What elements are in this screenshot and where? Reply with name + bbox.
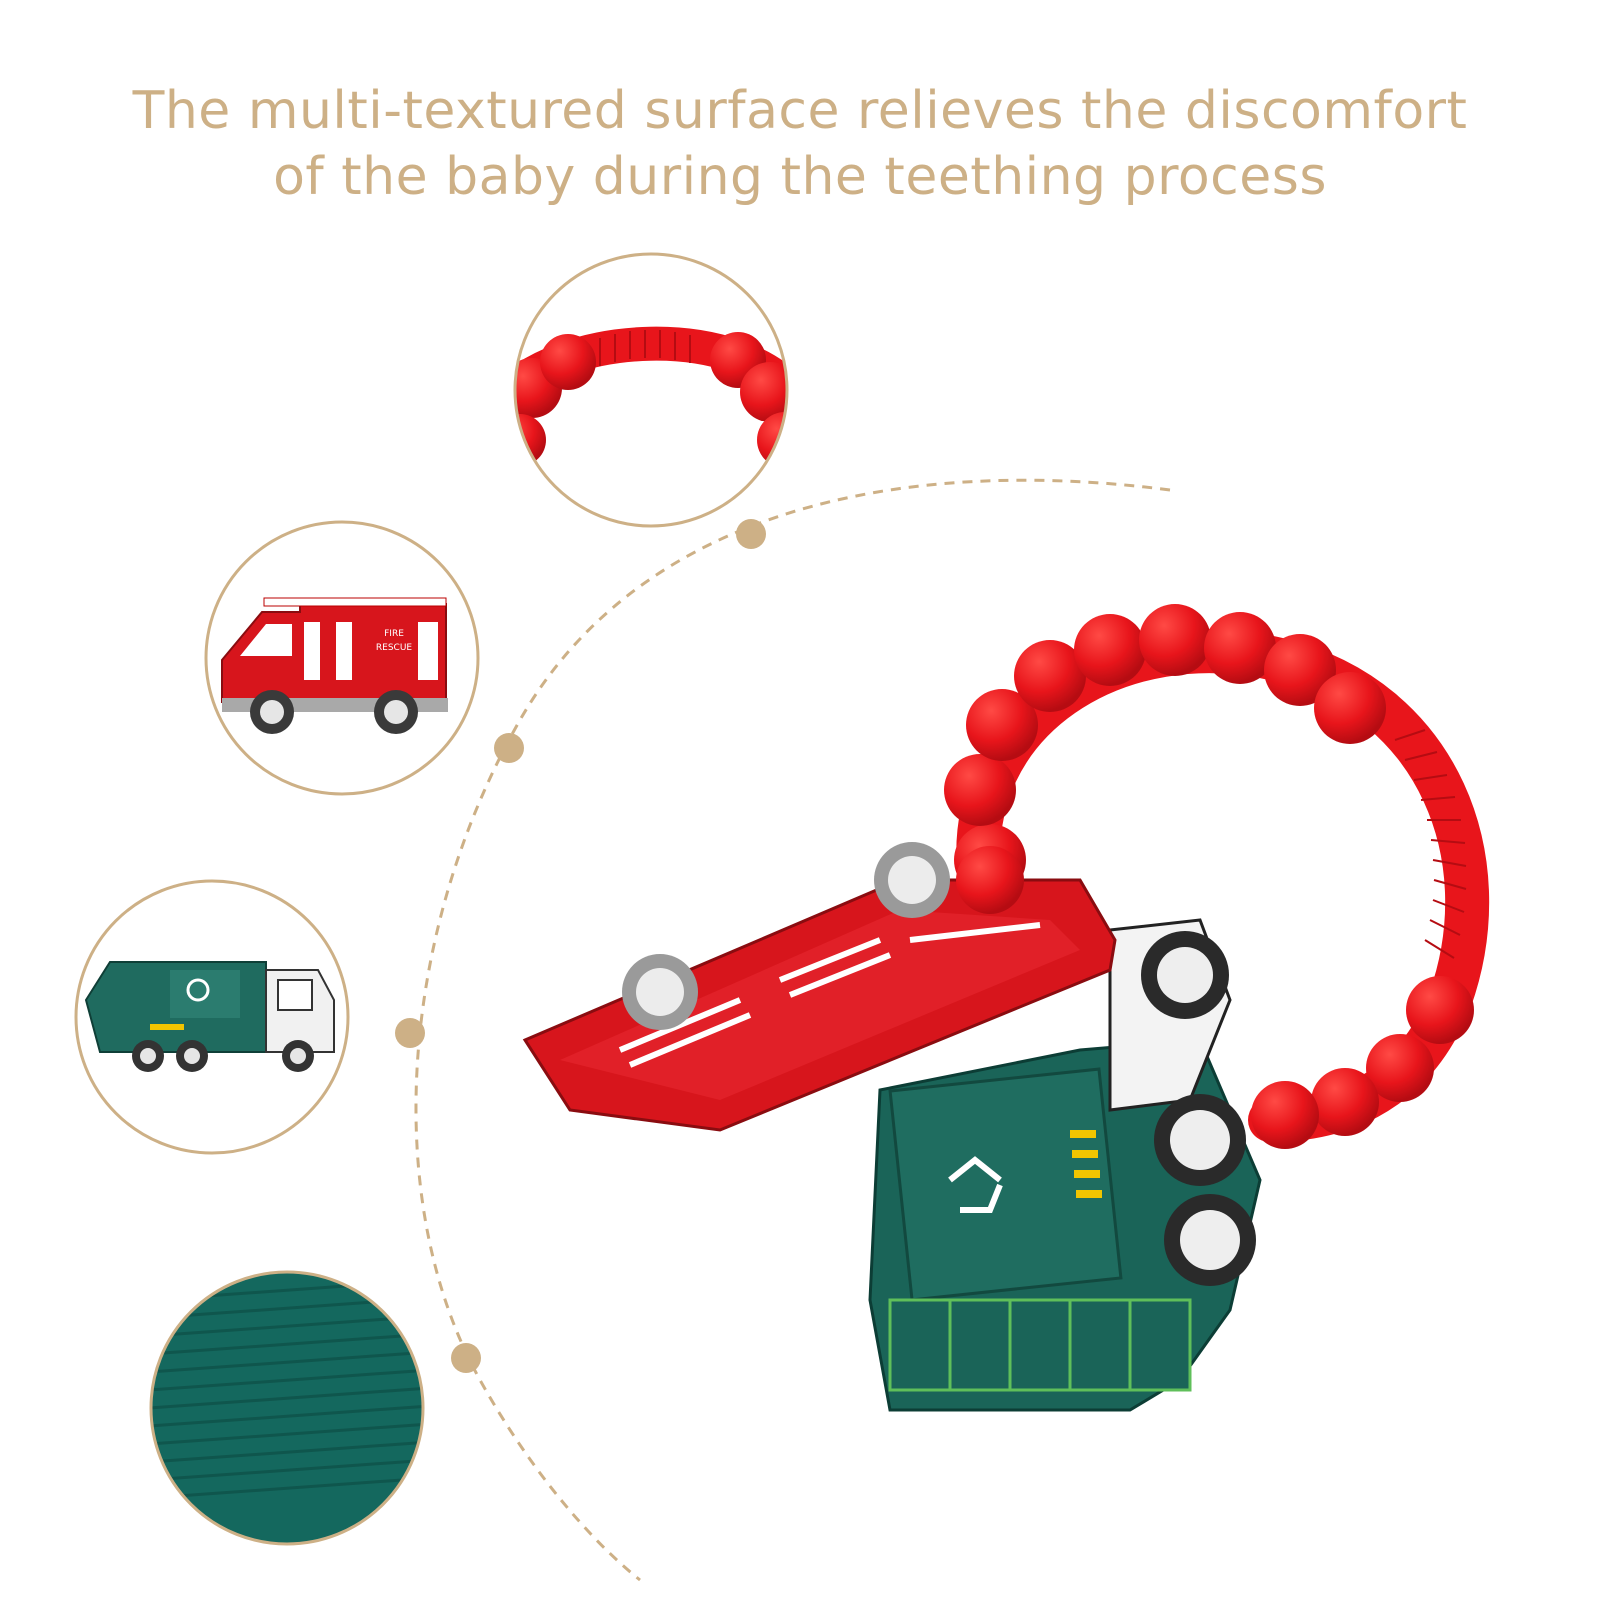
recycle-icon [186, 978, 210, 1002]
detail-circle-garbage-truck [74, 879, 350, 1155]
headline: The multi-textured surface relieves the … [0, 78, 1600, 210]
fire-label-bottom: RESCUE [376, 643, 413, 653]
guide-dot-2 [494, 733, 524, 763]
dashed-guide-arc [414, 478, 1171, 1582]
detail-circle-texture [149, 1270, 425, 1546]
headline-line-1: The multi-textured surface relieves the … [132, 81, 1468, 141]
detail-circle-fire-truck: FIRE RESCUE [204, 520, 480, 796]
detail-circle-ribbed-ring [513, 252, 789, 528]
fire-label-top: FIRE [384, 629, 404, 639]
fire-truck-teether [522, 842, 1117, 1132]
guide-dot-4 [451, 1343, 481, 1373]
guide-dot-1 [736, 519, 766, 549]
recycle-icon [948, 1156, 1003, 1213]
guide-dot-3 [395, 1018, 425, 1048]
garbage-truck-teether [868, 918, 1262, 1412]
headline-line-2: of the baby during the teething process [273, 147, 1327, 207]
